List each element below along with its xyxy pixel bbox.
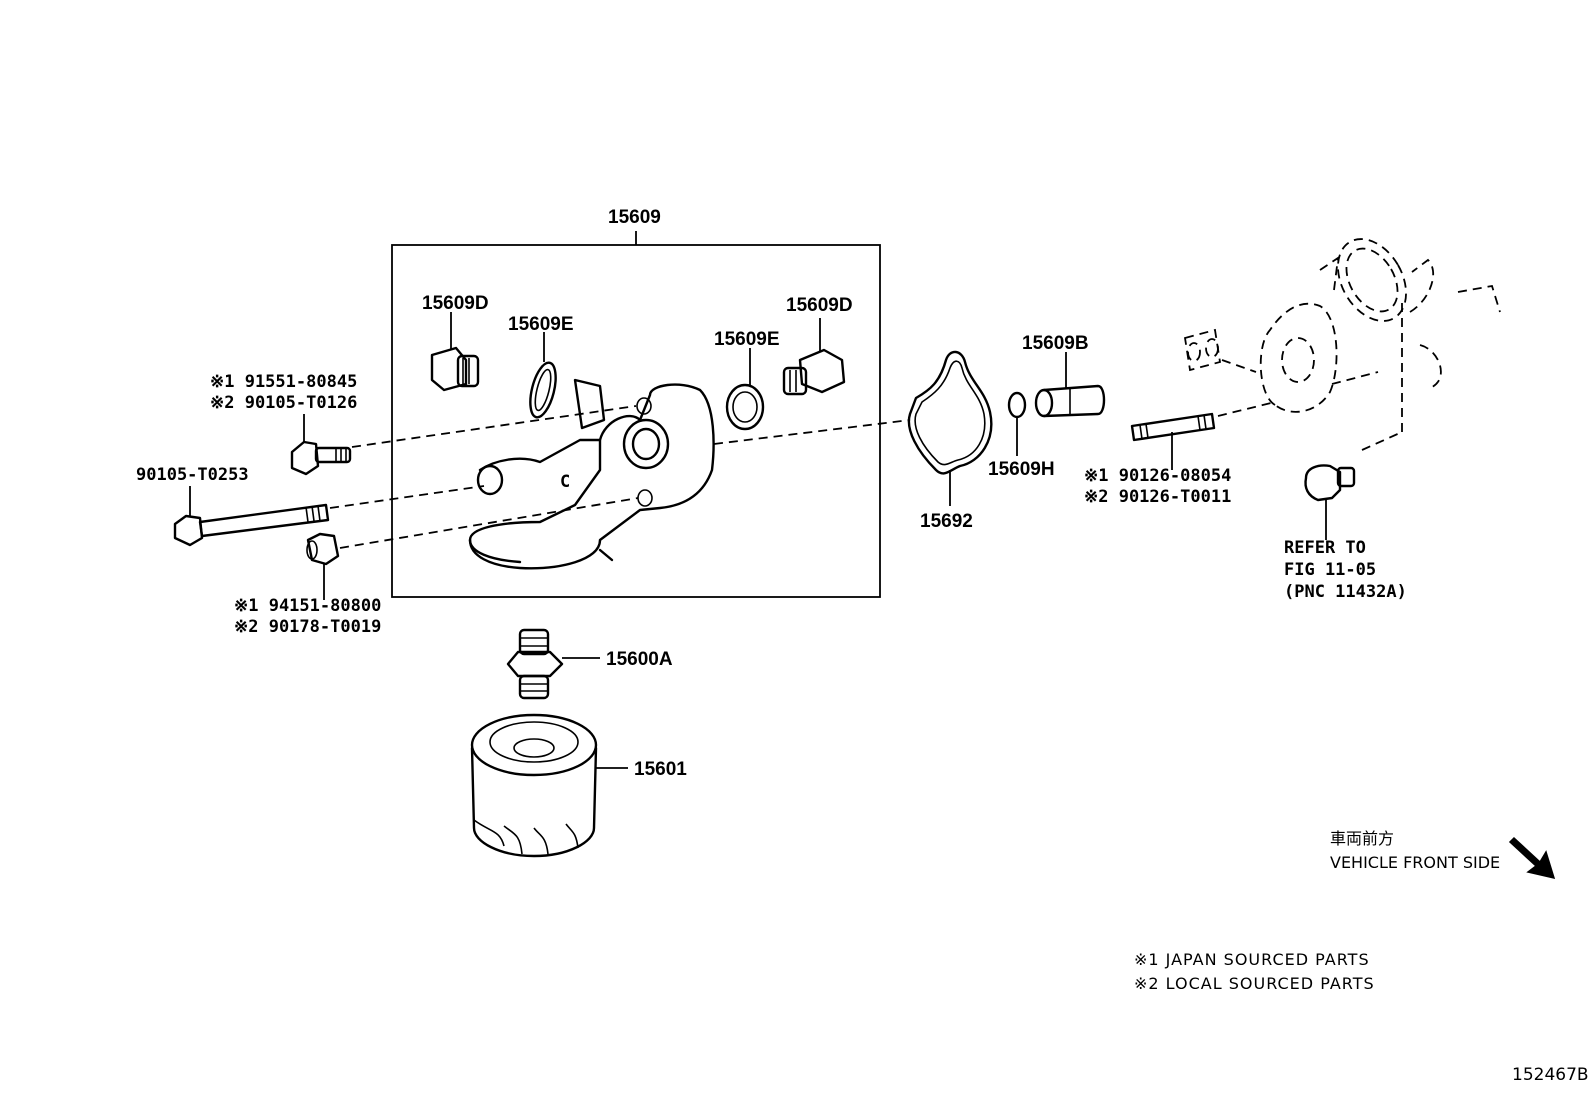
legend-note-2: ※2 LOCAL SOURCED PARTS <box>1134 974 1375 993</box>
refer-line-1[interactable]: REFER TO <box>1284 538 1366 558</box>
label-15601[interactable]: 15601 <box>634 759 687 780</box>
label-15609d-right[interactable]: 15609D <box>786 295 853 316</box>
bolt-long[interactable]: 90105-T0253 <box>136 465 330 547</box>
drain-plug-reference[interactable]: REFER TO FIG 11-05 (PNC 11432A) <box>1284 464 1407 603</box>
engine-block-reference <box>1183 238 1501 413</box>
callout-bolt-top-1[interactable]: ※1 91551-80845 <box>210 372 357 392</box>
gasket-left[interactable]: 15609E <box>508 314 574 420</box>
plug-left[interactable]: 15609D <box>422 293 489 392</box>
figure-id: 152467B <box>1512 1065 1589 1085</box>
oil-filter-bracket[interactable]: C <box>468 378 715 570</box>
callout-stud-1[interactable]: ※1 90126-08054 <box>1084 466 1231 486</box>
label-bolt-long[interactable]: 90105-T0253 <box>136 465 249 485</box>
label-15692[interactable]: 15692 <box>920 511 973 532</box>
o-ring[interactable]: 15609H <box>988 391 1055 480</box>
callout-collar-2[interactable]: ※2 90178-T0019 <box>234 617 381 637</box>
oil-filter[interactable]: 15601 <box>470 713 687 858</box>
front-arrow-icon <box>1508 836 1556 880</box>
label-15609e-left[interactable]: 15609E <box>508 314 574 335</box>
label-15609[interactable]: 15609 <box>608 207 661 228</box>
label-15600a[interactable]: 15600A <box>606 649 673 670</box>
stud-bolt[interactable]: ※1 90126-08054 ※2 90126-T0011 <box>1084 412 1231 507</box>
assembly-box: 15609 <box>391 207 881 598</box>
union[interactable]: 15609B <box>1022 333 1106 418</box>
connection-lines <box>329 300 1403 549</box>
refer-line-2[interactable]: FIG 11-05 <box>1284 560 1376 580</box>
direction-jp: 車両前方 <box>1330 829 1394 848</box>
callout-collar-1[interactable]: ※1 94151-80800 <box>234 596 381 616</box>
callout-stud-2[interactable]: ※2 90126-T0011 <box>1084 487 1231 507</box>
legend-note-1: ※1 JAPAN SOURCED PARTS <box>1134 950 1370 969</box>
union-bolt[interactable]: 15600A <box>506 628 673 700</box>
callout-bolt-top-2[interactable]: ※2 90105-T0126 <box>210 393 357 413</box>
label-15609e-right[interactable]: 15609E <box>714 329 780 350</box>
plug-right[interactable]: 15609D <box>782 295 853 396</box>
legend: ※1 JAPAN SOURCED PARTS ※2 LOCAL SOURCED … <box>1134 950 1375 993</box>
label-15609b[interactable]: 15609B <box>1022 333 1089 354</box>
label-15609d-left[interactable]: 15609D <box>422 293 489 314</box>
bracket-mark: C <box>560 472 570 492</box>
seal-gasket[interactable]: 15692 <box>907 350 993 532</box>
label-15609h[interactable]: 15609H <box>988 459 1055 480</box>
gasket-right[interactable]: 15609E <box>714 329 780 431</box>
vehicle-front-direction: 車両前方 VEHICLE FRONT SIDE <box>1330 829 1556 880</box>
collar[interactable]: ※1 94151-80800 ※2 90178-T0019 <box>234 532 381 637</box>
refer-line-3[interactable]: (PNC 11432A) <box>1284 582 1407 602</box>
direction-en: VEHICLE FRONT SIDE <box>1330 853 1500 872</box>
bolt-top[interactable]: ※1 91551-80845 ※2 90105-T0126 <box>210 372 357 476</box>
